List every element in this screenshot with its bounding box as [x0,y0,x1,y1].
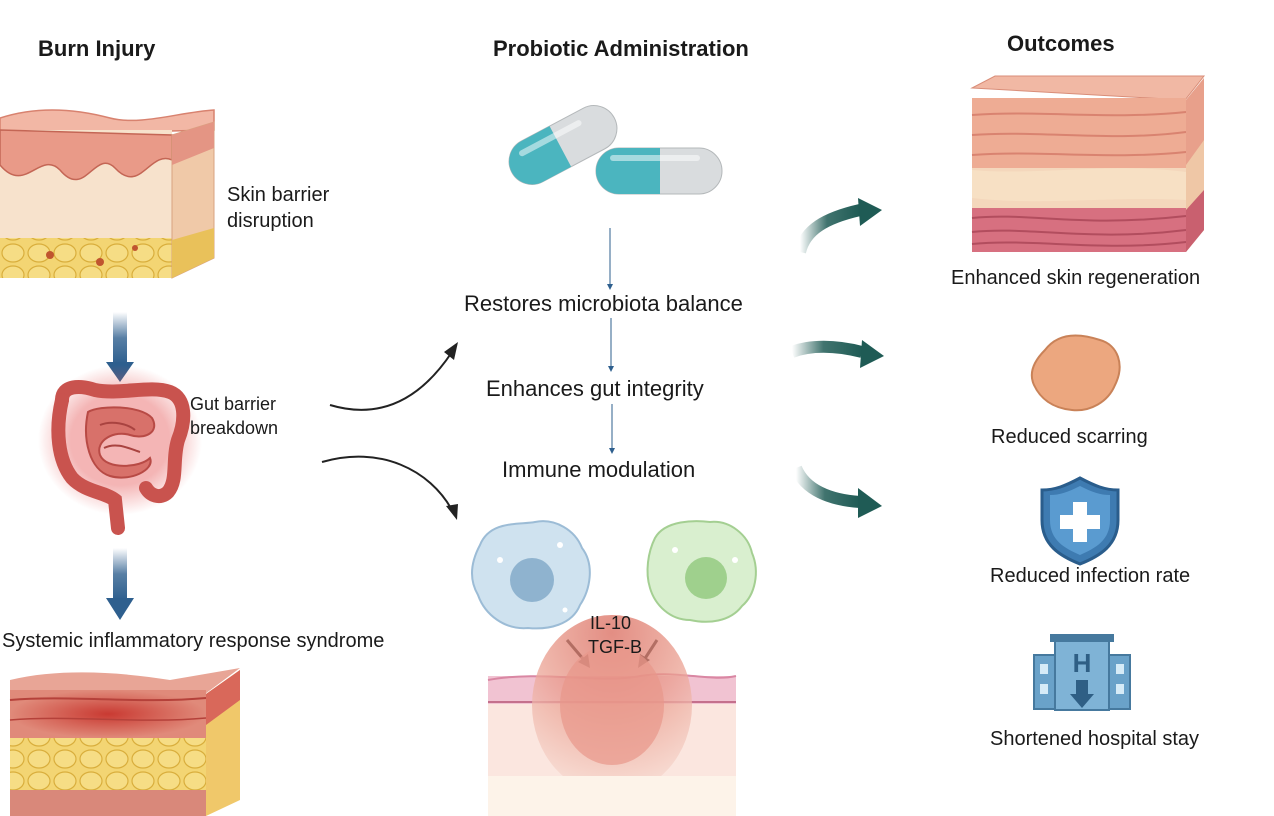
outcome-infection-rate: Reduced infection rate [990,565,1191,587]
flow-arrow-1 [607,228,613,290]
flow-arrow-2 [608,318,614,372]
outcomes-heading: Outcomes [1007,31,1115,56]
step-gut-integrity: Enhances gut integrity [486,376,704,401]
burned-skin-illustration [0,109,215,279]
shield-cross-icon [1040,476,1120,566]
hospital-icon: H [1033,634,1131,711]
outcome-reduced-scarring: Reduced scarring [991,426,1148,448]
skin-label-line-1: Skin barrier [227,184,330,206]
scar-patch-icon [1030,334,1121,412]
outcome-hospital-stay: Shortened hospital stay [990,728,1200,750]
probiotic-heading: Probiotic Administration [493,36,749,61]
burn-injury-heading: Burn Injury [38,36,156,61]
sirs-label: Systemic inflammatory response syndrome [2,630,385,652]
outcome-arrow-2 [789,340,884,368]
gut-label-line-2: breakdown [190,418,279,438]
healing-skin-illustration [487,615,737,816]
curved-arrow-to-immune [321,455,458,520]
gut-label-line-1: Gut barrier [190,394,277,414]
down-arrow-gut-to-sirs [106,548,134,620]
step-immune: Immune modulation [502,457,696,482]
regenerated-skin-illustration [970,75,1206,252]
outcome-skin-regeneration: Enhanced skin regeneration [951,267,1201,289]
cytokine-il10: IL-10 [590,613,632,633]
capsule-icon [508,105,723,195]
svg-text:H: H [1073,648,1092,678]
intestine-icon [38,365,202,535]
step-microbiota: Restores microbiota balance [464,291,743,316]
outcome-arrow-1 [794,198,882,254]
cytokine-tgfb: TGF-B [588,637,642,657]
immune-cell-icon [646,520,757,623]
skin-label-line-2: disruption [227,210,314,232]
immune-cell-icon [471,520,591,630]
inflamed-skin-illustration [9,668,240,816]
outcome-arrow-3 [790,465,882,518]
flow-arrow-3 [609,404,615,454]
curved-arrow-to-microbiota [329,342,458,411]
